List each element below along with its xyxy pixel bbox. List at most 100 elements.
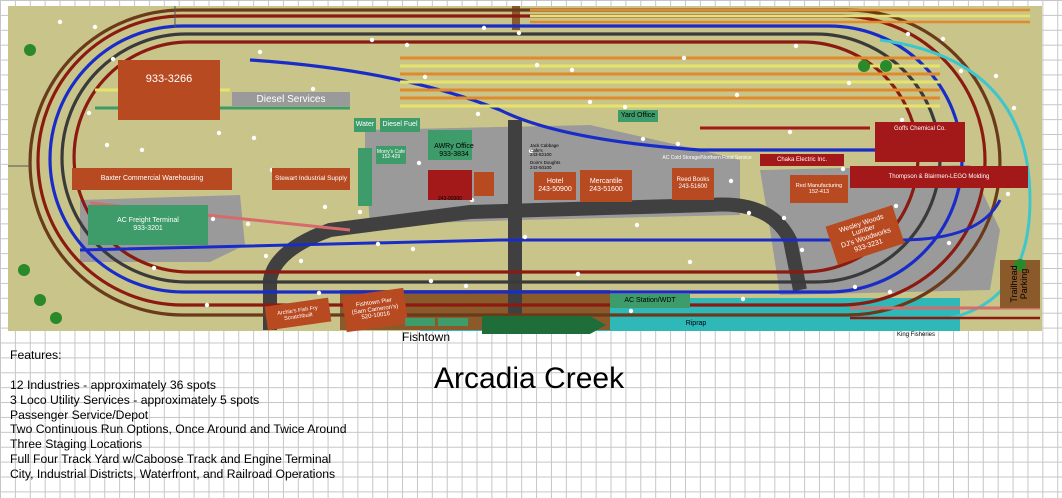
ship	[482, 316, 606, 334]
label-freight-terminal: AC Freight Terminal 933-3201	[117, 217, 179, 232]
turnout-marker	[357, 209, 363, 215]
tree	[24, 44, 36, 56]
turnout-marker	[846, 80, 852, 86]
track-loop	[28, 8, 1002, 317]
turnout-marker	[463, 283, 469, 289]
turnout-marker	[781, 215, 787, 221]
turnout-marker	[675, 141, 681, 147]
building-thompson	[850, 166, 1028, 188]
dock-green-1	[405, 318, 435, 326]
yard-tracks	[89, 8, 1040, 320]
turnout-marker	[375, 241, 381, 247]
main-road	[263, 197, 807, 330]
label-awry-office: AWRy Office 933-3834	[434, 143, 474, 158]
turnout-marker	[404, 42, 410, 48]
feature-item: 3 Loco Utility Services - approximately …	[10, 392, 260, 407]
label-mercantile: Mercantile 243-51600	[589, 178, 623, 193]
building-archies	[264, 297, 332, 331]
building-stewart	[272, 168, 350, 190]
label-hotel: Hotel 243-50900	[538, 178, 572, 193]
turnout-marker	[410, 246, 416, 252]
turnout-marker	[746, 210, 752, 216]
label-trailhead: Trailhead Parking	[1009, 265, 1029, 303]
turnout-marker	[687, 259, 693, 265]
label-reed-books: Reed Books 243-51600	[676, 177, 710, 190]
turnout-marker	[298, 258, 304, 264]
turnout-marker	[799, 247, 805, 253]
turnout-marker	[852, 284, 858, 290]
building-fishtown-pier	[341, 287, 409, 333]
turnout-marker	[369, 37, 375, 43]
features-heading: Features:	[10, 348, 62, 362]
feature-item: Passenger Service/Depot	[10, 407, 149, 422]
turnout-marker	[793, 43, 799, 49]
turnout-marker	[940, 36, 946, 42]
label-jack-cabbage: Jack Cabbage Cafe's 243-52100	[530, 142, 559, 158]
label-baxter: Baxter Commercial Warehousing	[100, 175, 204, 183]
label-ac-station: AC Station/WDT	[624, 297, 676, 305]
turnout-marker	[204, 302, 210, 308]
turnout-marker	[322, 204, 328, 210]
building-hotel	[534, 172, 576, 200]
building-wesley-woods	[825, 205, 905, 265]
building-red-mfg	[790, 175, 848, 203]
label-goffs: Goffs Chemical Co.	[894, 125, 946, 132]
turnout-marker	[481, 25, 487, 31]
dock-green-2	[438, 318, 468, 326]
building-baxter	[72, 168, 232, 190]
tree	[880, 60, 892, 72]
tree	[858, 60, 870, 72]
label-city-storage: AC Cold Storage/Northern Food Service	[662, 155, 752, 162]
turnout-marker	[86, 110, 92, 116]
label-king-fisheries: King Fisheries	[896, 331, 935, 338]
turnout-marker	[251, 135, 257, 141]
turnout-marker	[522, 234, 528, 240]
building-water	[354, 118, 376, 132]
features-spacer	[10, 363, 347, 378]
label-stewart: Stewart Industrial Supply	[275, 175, 347, 183]
label-yard-office: Yard Office	[620, 112, 656, 120]
turnout-marker	[534, 62, 540, 68]
building-vertical	[358, 148, 372, 206]
building-diesel-fuel	[380, 118, 420, 132]
turnout-marker	[946, 240, 952, 246]
turnout-marker	[887, 289, 893, 295]
building-933-3266	[118, 60, 220, 120]
turnout-marker	[528, 148, 534, 154]
features-list: Features: 12 Industries - approximately …	[10, 348, 347, 482]
turnout-marker	[245, 221, 251, 227]
track-loop	[60, 32, 942, 284]
layout-title: Arcadia Creek	[434, 362, 625, 395]
turnout-marker	[416, 160, 422, 166]
turnout-marker	[787, 129, 793, 135]
label-933-3266: 933-3266	[145, 72, 193, 85]
label-water: Water	[355, 121, 375, 129]
label-chaka: Chaka Electric Inc.	[776, 156, 828, 163]
feature-item: Full Four Track Yard w/Caboose Track and…	[10, 452, 332, 467]
turnout-marker	[628, 308, 634, 314]
turnout-marker	[422, 74, 428, 80]
turnout-marker	[993, 73, 999, 79]
turnout-marker	[216, 130, 222, 136]
turnout-marker	[139, 147, 145, 153]
feature-item: Three Staging Locations	[10, 437, 143, 452]
turnout-marker	[640, 136, 646, 142]
turnout-marker	[622, 104, 628, 110]
building-ac-station	[610, 294, 690, 308]
label-243-99300: 243-99300	[438, 196, 462, 203]
turnout-marker	[57, 19, 63, 25]
turnout-marker	[587, 99, 593, 105]
label-doins: Doin's Doughts 243-50100	[530, 160, 561, 170]
turnout-marker	[575, 271, 581, 277]
district-label-fishtown: Fishtown	[402, 330, 451, 344]
building-awry-office	[428, 130, 472, 160]
turnout-marker	[681, 55, 687, 61]
turnout-marker	[958, 68, 964, 74]
track-loop	[72, 40, 920, 274]
track-loops	[28, 8, 1032, 320]
turnout-marker	[893, 203, 899, 209]
turnout-marker	[569, 67, 575, 73]
tree	[34, 294, 46, 306]
turnout-marker	[310, 86, 316, 92]
